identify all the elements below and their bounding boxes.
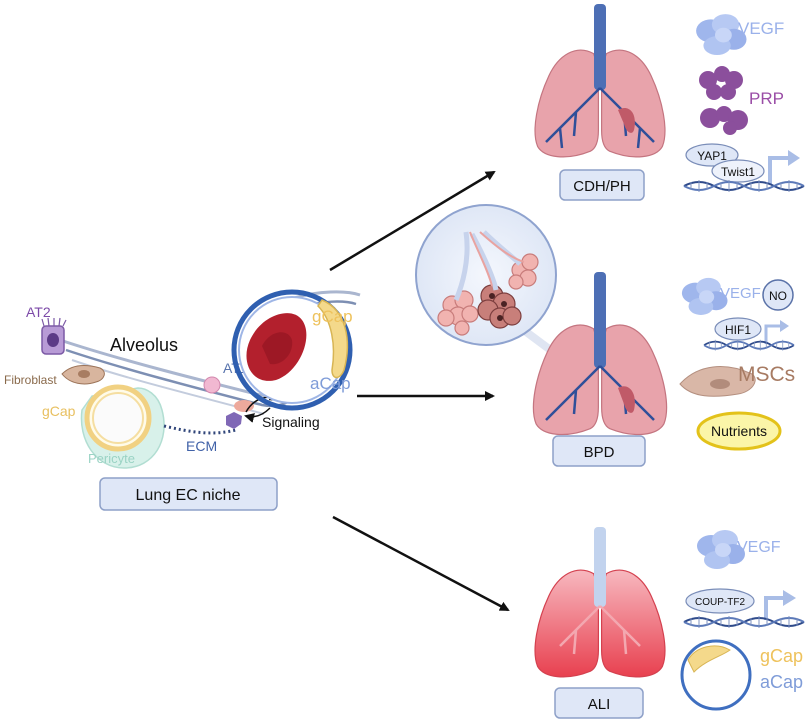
no-label: NO <box>769 289 787 303</box>
arrow-to-ali <box>332 515 510 612</box>
pericyte-label: Pericyte <box>88 451 135 466</box>
twist1-label: Twist1 <box>721 165 755 179</box>
bronchi-ali <box>559 605 641 655</box>
mscs-label: MSCs <box>738 363 795 386</box>
bpd-vegf-label: VEGF <box>720 285 761 302</box>
msc-cell <box>679 366 756 397</box>
lung-ali <box>534 527 666 678</box>
ecm-label: ECM <box>186 438 217 454</box>
gcap-right-label: gCap <box>312 307 353 326</box>
at1-nucleus <box>234 400 254 412</box>
niche-box-label: Lung EC niche <box>136 487 241 504</box>
arrows <box>329 170 510 612</box>
niche-box <box>99 477 278 511</box>
ali-capillary <box>680 639 752 711</box>
ali-transcription: COUP-TF2 <box>683 588 805 629</box>
no-molecule <box>762 279 794 311</box>
bpd-box <box>552 435 646 467</box>
nutrients-capsule <box>696 411 782 451</box>
ecm-fiber <box>163 424 237 435</box>
dna-icon-ali <box>683 615 805 629</box>
bpd-box-label: BPD <box>584 444 615 461</box>
promoter-arrow-ali <box>764 596 786 620</box>
gcap-left-label: gCap <box>42 403 76 419</box>
signaling-arrow-back <box>244 407 271 423</box>
acap-label: aCap <box>310 374 351 393</box>
ali-vegf-label: VEGF <box>737 539 781 556</box>
cdh-vegf-label: VEGF <box>738 19 784 38</box>
signaling-molecule <box>226 412 242 429</box>
trachea <box>594 4 606 90</box>
condition-ali: ALI VEGF COUP-TF2 gCap aCap <box>534 527 805 719</box>
capillary-cross-section <box>231 289 353 411</box>
ali-gcap-label: gCap <box>760 646 803 666</box>
alveolus-label: Alveolus <box>110 335 178 355</box>
cdh-ph-box-label: CDH/PH <box>573 178 631 195</box>
cdh-ph-box <box>559 169 645 201</box>
immune-cell <box>203 376 221 394</box>
promoter-arrow-bpd <box>764 324 782 344</box>
dna-icon-bpd <box>703 338 795 352</box>
fibroblast-label: Fibroblast <box>4 373 57 387</box>
at2-label: AT2 <box>26 304 51 320</box>
condition-cdh-ph: CDH/PH VEGF PRP YAP1 Twist1 <box>534 4 805 201</box>
bpd-transcription: HIF1 <box>703 317 795 352</box>
coup-tf2-label: COUP-TF2 <box>695 597 745 608</box>
yap1-label: YAP1 <box>697 149 727 163</box>
prp-icon <box>699 66 748 135</box>
nutrients-label: Nutrients <box>711 423 767 439</box>
lung-bpd <box>532 272 668 436</box>
prp-label: PRP <box>749 89 784 108</box>
promoter-arrow <box>768 156 792 184</box>
trachea-bpd <box>594 272 606 368</box>
at2-cell <box>41 317 67 355</box>
lung-cdh-ph <box>534 4 666 158</box>
cdh-transcription: YAP1 Twist1 <box>683 143 805 193</box>
fibroblast-cell <box>61 365 105 385</box>
arrow-to-cdh <box>329 170 496 272</box>
ali-box-label: ALI <box>588 696 611 713</box>
niche-panel: AT2 Fibroblast gCap Pericyte ECM Alveolu… <box>4 289 361 511</box>
ali-box <box>554 687 644 719</box>
signaling-label: Signaling <box>262 414 320 430</box>
hif1-label: HIF1 <box>725 323 751 337</box>
condition-bpd: BPD VEGF NO HIF1 MSCs Nutrients <box>415 204 795 467</box>
ali-acap-label: aCap <box>760 672 803 692</box>
pericyte-capillary <box>80 384 165 469</box>
trachea-ali <box>594 527 606 607</box>
